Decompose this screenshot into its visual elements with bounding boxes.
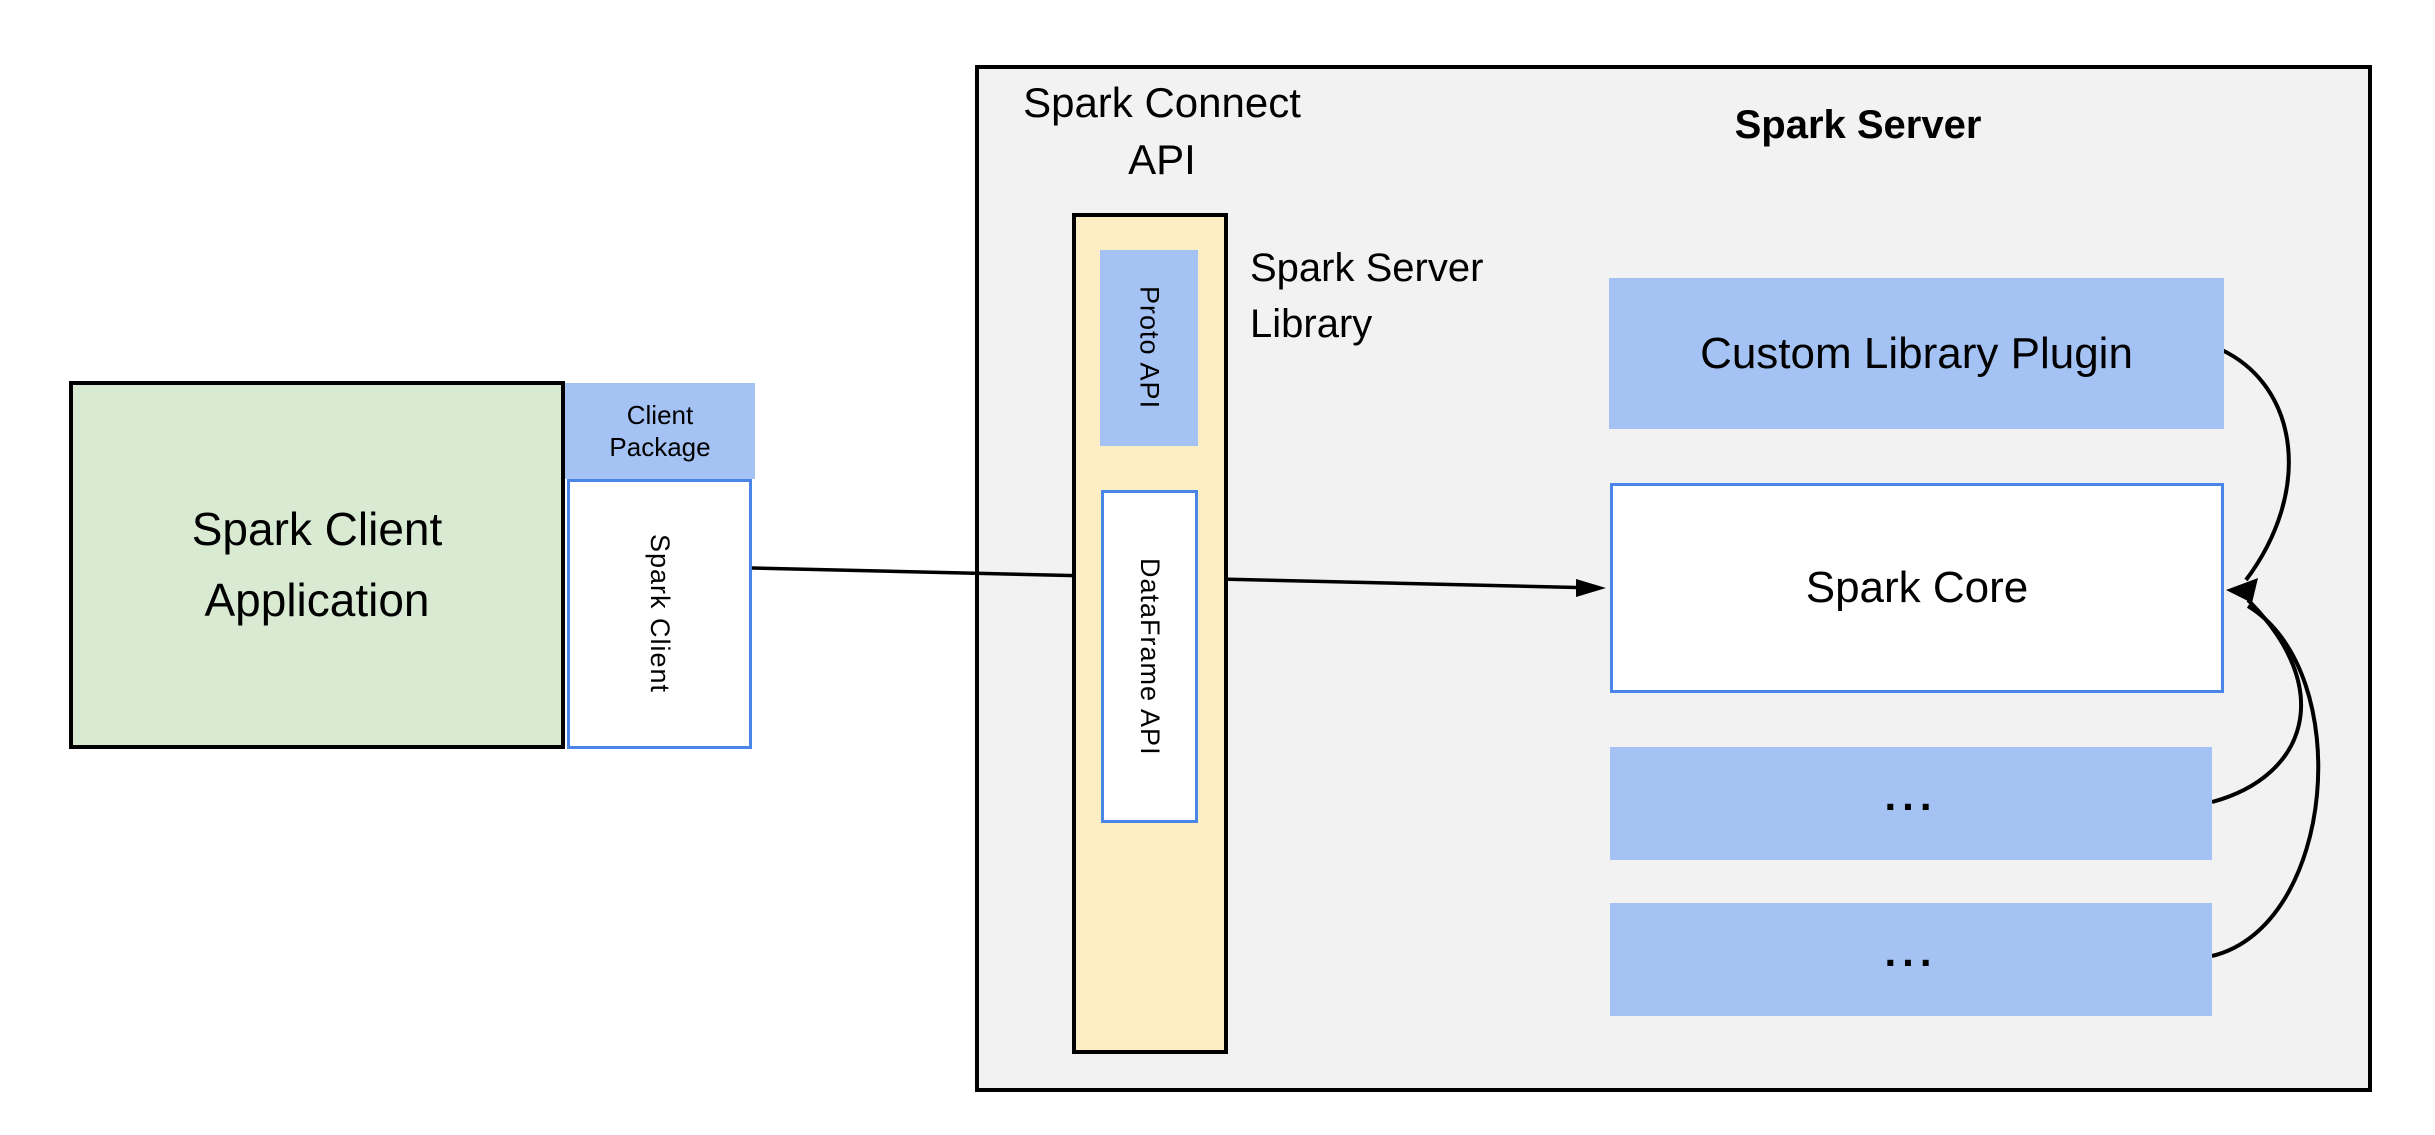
dataframe-api-label: DataFrame API [1135, 557, 1165, 756]
spark-client-box: Spark Client [567, 479, 752, 749]
spark-server-title: Spark Server [1734, 102, 1982, 147]
ellipsis-label: ... [1884, 927, 1938, 975]
spark-client-application-box: Spark Client Application [69, 381, 565, 749]
ellipsis-label: ... [1884, 771, 1938, 819]
spark-core-box: Spark Core [1610, 483, 2224, 693]
more-plugins-box-2: ... [1610, 903, 2212, 1016]
proto-api-box: Proto API [1100, 250, 1198, 446]
proto-api-label: Proto API [1134, 286, 1165, 410]
client-package-box: Client Package [565, 383, 755, 479]
spark-client-application-label: Spark Client Application [191, 502, 443, 626]
custom-library-plugin-box: Custom Library Plugin [1609, 278, 2224, 429]
dataframe-api-box: DataFrame API [1101, 490, 1198, 823]
client-package-label: Client Package [609, 399, 711, 463]
spark-client-label: Spark Client [645, 534, 675, 694]
more-plugins-box-1: ... [1610, 747, 2212, 860]
spark-server-library-label: Spark Server Library [1250, 246, 1484, 346]
spark-connect-api-title: Spark Connect API [1023, 78, 1301, 183]
